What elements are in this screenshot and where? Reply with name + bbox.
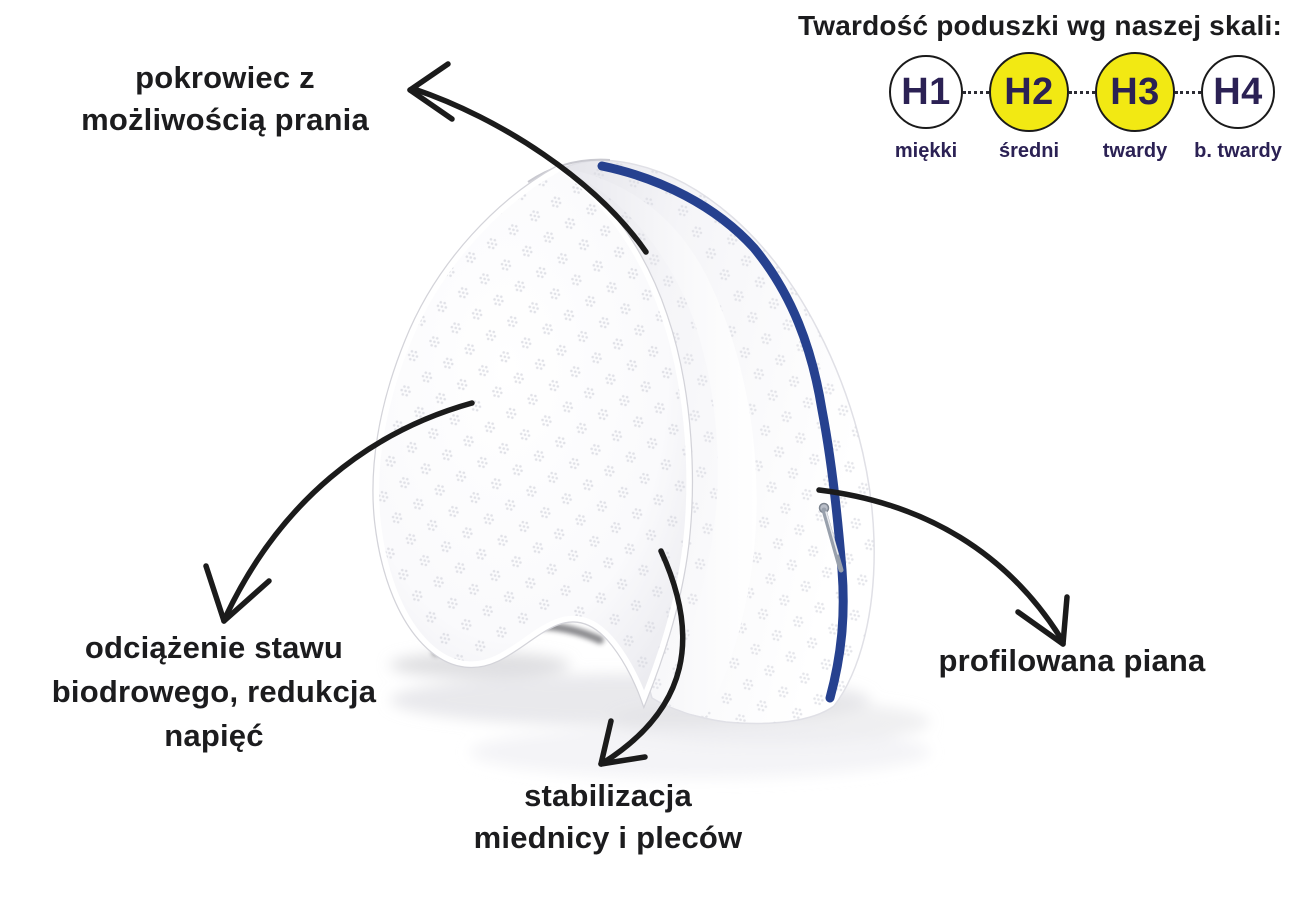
hardness-level-h2: H2 średni — [989, 52, 1069, 162]
hardness-level-label: miękki — [894, 140, 958, 162]
profiled-foam-arrow-icon — [816, 487, 1070, 647]
annotation-line: napięć — [164, 718, 264, 753]
pillow-side-gusset — [558, 167, 757, 716]
hardness-scale: Twardość poduszki wg naszej skali: H1 mi… — [780, 0, 1300, 162]
annotation-arrows — [203, 61, 1070, 767]
annotation-washable-cover: pokrowiec z możliwością prania — [25, 57, 425, 141]
zipper-pull-icon — [818, 502, 844, 573]
hardness-scale-row: H1 miękki H2 średni H3 twardy H4 b. twar… — [889, 52, 1282, 162]
annotation-line: biodrowego, redukcja — [51, 674, 377, 709]
pillow-front-texture — [376, 168, 690, 698]
scale-connector — [1069, 91, 1095, 94]
annotation-line: stabilizacja — [524, 778, 692, 813]
annotation-profiled-foam: profilowana piana — [872, 640, 1272, 682]
hip-relief-arrow-icon — [203, 400, 475, 624]
pillow-top-ridge — [527, 158, 611, 183]
hardness-level-h3: H3 twardy — [1095, 52, 1175, 162]
scale-connector — [963, 91, 989, 94]
annotation-line: odciążenie stawu — [84, 630, 344, 665]
hardness-level-h1: H1 miękki — [889, 52, 963, 162]
hardness-level-label: b. twardy — [1194, 140, 1282, 162]
hardness-level-circle: H2 — [989, 52, 1069, 132]
hardness-level-label: średni — [998, 140, 1060, 162]
hardness-level-circle: H1 — [889, 55, 963, 129]
scale-connector — [1175, 91, 1201, 94]
annotation-line: profilowana piana — [938, 643, 1206, 678]
hardness-level-label: twardy — [1102, 140, 1168, 162]
annotation-line: pokrowiec z — [135, 60, 315, 95]
hardness-scale-title: Twardość poduszki wg naszej skali: — [798, 10, 1282, 41]
hardness-level-circle: H3 — [1095, 52, 1175, 132]
zipper — [597, 161, 848, 703]
stabilization-arrow-icon — [598, 548, 686, 767]
annotation-pelvis-stabilization: stabilizacja miednicy i pleców — [408, 775, 808, 859]
annotation-line: możliwością prania — [81, 102, 369, 137]
annotation-line: miednicy i pleców — [473, 820, 743, 855]
hardness-level-h4: H4 b. twardy — [1194, 52, 1282, 162]
annotation-hip-relief: odciążenie stawu biodrowego, redukcja na… — [14, 626, 414, 758]
washable-cover-arrow-icon — [407, 61, 649, 255]
hardness-level-circle: H4 — [1201, 55, 1275, 129]
pillow-edge-piping — [373, 164, 692, 706]
